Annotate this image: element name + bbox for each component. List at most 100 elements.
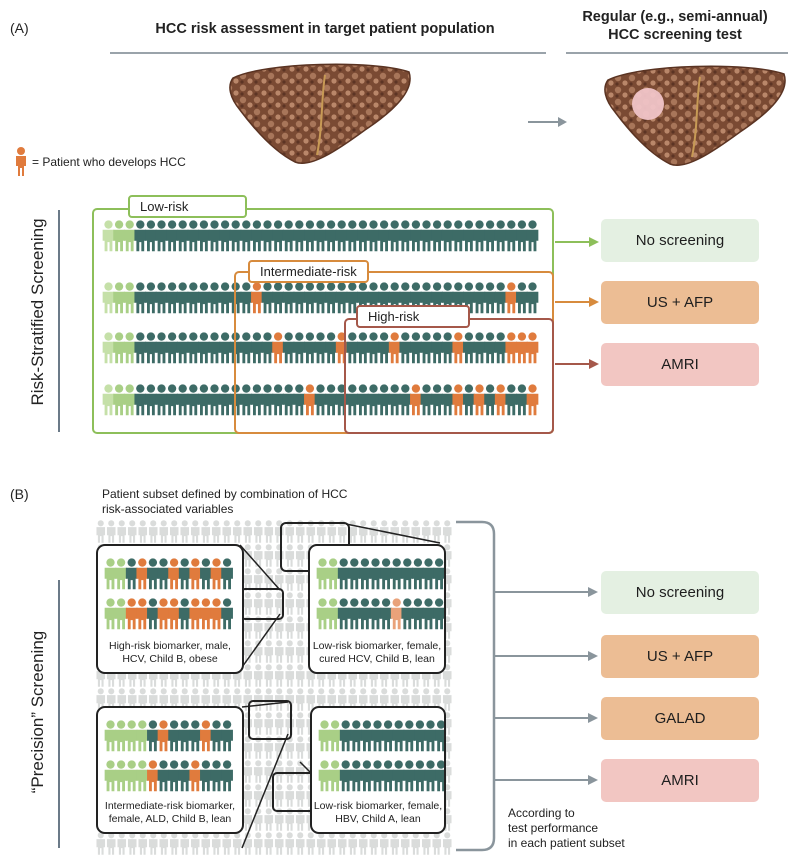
- person-icon: [526, 332, 539, 364]
- inset-crowd: [318, 720, 444, 792]
- person-icon: [421, 520, 431, 543]
- person-icon: [357, 332, 369, 364]
- person-icon: [113, 282, 125, 314]
- person-icon: [295, 784, 305, 807]
- person-icon: [433, 598, 444, 630]
- person-icon: [348, 598, 361, 630]
- person-icon: [136, 760, 149, 792]
- person-icon: [346, 282, 359, 314]
- person-icon: [420, 384, 433, 416]
- person-icon: [166, 282, 178, 314]
- outcome-no-screening-b: No screening: [601, 571, 759, 614]
- person-icon: [473, 282, 486, 314]
- person-icon: [178, 558, 191, 590]
- bracket-and-arrows: [456, 520, 598, 852]
- panel-a-label: (A): [10, 20, 29, 36]
- person-icon: [123, 384, 136, 416]
- person-icon: [339, 720, 352, 752]
- person-icon: [346, 384, 359, 416]
- person-icon: [285, 640, 295, 663]
- person-icon: [211, 520, 221, 543]
- person-icon: [180, 520, 190, 543]
- person-icon: [168, 720, 180, 752]
- person-icon: [388, 332, 401, 364]
- bracket-note-line1: According to: [508, 806, 575, 820]
- person-icon: [452, 220, 465, 252]
- person-icon: [295, 736, 305, 759]
- person-icon: [390, 558, 403, 590]
- person-icon: [463, 332, 475, 364]
- person-icon: [113, 384, 125, 416]
- inset-caption-line2: cured HCV, Child B, lean: [319, 653, 435, 665]
- person-icon: [147, 598, 159, 630]
- person-icon: [304, 282, 316, 314]
- person-icon: [304, 332, 316, 364]
- person-icon: [157, 720, 170, 752]
- person-icon: [96, 832, 106, 855]
- patient-crowd-a: [102, 220, 539, 416]
- person-icon: [361, 760, 373, 792]
- person-icon: [253, 520, 263, 543]
- person-icon: [243, 568, 253, 591]
- person-icon: [295, 616, 305, 639]
- person-icon: [261, 282, 274, 314]
- person-icon: [157, 598, 170, 630]
- person-icon: [272, 220, 284, 252]
- person-icon: [346, 332, 359, 364]
- person-icon: [526, 384, 539, 416]
- person-icon: [399, 384, 412, 416]
- person-icon: [104, 558, 117, 590]
- person-icon: [134, 384, 147, 416]
- person-icon: [505, 332, 518, 364]
- person-icon: [424, 720, 437, 752]
- person-icon: [357, 384, 369, 416]
- person-icon: [159, 520, 169, 543]
- person-icon: [285, 616, 295, 639]
- person-icon: [198, 282, 210, 314]
- inset-caption-line2: HBV, Child A, lean: [335, 813, 421, 825]
- person-icon: [168, 598, 180, 630]
- person-icon: [378, 332, 390, 364]
- person-icon: [102, 332, 115, 364]
- person-icon: [369, 558, 382, 590]
- person-icon: [125, 720, 138, 752]
- person-icon: [361, 720, 373, 752]
- person-icon: [229, 220, 242, 252]
- person-icon: [274, 640, 284, 663]
- person-icon: [176, 332, 189, 364]
- person-icon: [371, 720, 384, 752]
- person-icon: [327, 558, 339, 590]
- person-icon: [431, 332, 443, 364]
- person-icon: [264, 712, 274, 735]
- person-icon: [106, 520, 116, 543]
- person-icon: [127, 520, 137, 543]
- panel-b-label: (B): [10, 486, 29, 502]
- person-icon: [261, 332, 274, 364]
- person-icon: [274, 712, 284, 735]
- person-icon: [325, 332, 337, 364]
- person-icon: [243, 520, 253, 543]
- person-icon: [390, 598, 403, 630]
- person-icon: [104, 598, 117, 630]
- person-icon: [452, 384, 465, 416]
- person-icon: [325, 384, 337, 416]
- person-icon: [433, 558, 444, 590]
- person-icon: [176, 282, 189, 314]
- outcome-us-afp-b: US + AFP: [601, 635, 759, 678]
- person-icon: [125, 598, 138, 630]
- person-icon: [134, 332, 147, 364]
- person-icon: [190, 520, 200, 543]
- person-icon: [102, 384, 115, 416]
- person-icon: [484, 332, 496, 364]
- person-icon: [414, 720, 426, 752]
- person-icon: [125, 558, 138, 590]
- outcome-amri-b: AMRI: [601, 759, 759, 802]
- person-icon: [400, 520, 410, 543]
- person-icon: [403, 760, 416, 792]
- person-icon: [176, 384, 189, 416]
- person-icon: [232, 520, 242, 543]
- person-icon: [219, 282, 231, 314]
- inset-low-risk-subset-2: Low-risk biomarker, female, HBV, Child A…: [310, 706, 446, 834]
- person-icon: [401, 558, 414, 590]
- person-icon: [414, 760, 426, 792]
